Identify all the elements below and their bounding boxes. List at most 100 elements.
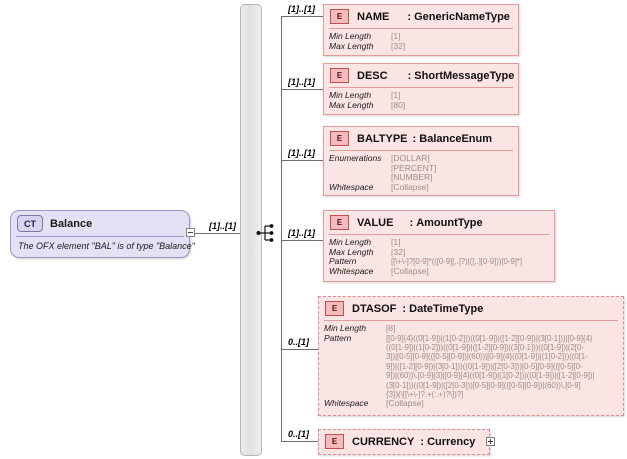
facet-row: Max Length [32] xyxy=(329,246,550,258)
cardinality-dtasof: 0..[1] xyxy=(288,337,310,347)
element-node-baltype[interactable]: E BALTYPE : BalanceEnum Enumerations [DO… xyxy=(323,126,519,196)
facet-value: [1] xyxy=(391,31,401,41)
divider xyxy=(329,234,549,235)
facet-list: Min Length [8] Pattern [[0-9]{4}((0[1-9]… xyxy=(319,321,623,413)
facet-key: Whitespace xyxy=(324,398,369,409)
complex-type-description: The OFX element "BAL" is of type "Balanc… xyxy=(18,241,195,251)
element-header: E DTASOF : DateTimeType xyxy=(319,297,623,319)
element-icon: E xyxy=(330,131,349,146)
divider xyxy=(324,320,618,321)
element-type: : Currency xyxy=(420,435,476,448)
facet-row: Whitespace [Collapse] xyxy=(329,181,514,193)
facet-key: Pattern xyxy=(324,332,352,343)
complex-type-header: CT Balance xyxy=(11,211,189,236)
sequence-compositor-icon[interactable] xyxy=(256,222,278,244)
element-header: E DESC : ShortMessageType xyxy=(324,64,518,86)
facet-key: Enumerations xyxy=(329,153,382,163)
facet-list: Min Length [1] Max Length [32] xyxy=(324,29,518,55)
facet-row: Min Length [1] xyxy=(329,31,514,42)
facet-row: Min Length [1] xyxy=(329,237,550,248)
element-name: DTASOF xyxy=(352,302,397,315)
facet-row: Pattern [[0-9]{4}((0[1-9])|(1[0-2]))((0[… xyxy=(324,332,619,400)
facet-value: [[0-9]{4}((0[1-9])|(1[0-2]))((0[1-9])|([… xyxy=(386,333,595,399)
connector-trunk xyxy=(281,16,282,441)
element-name: CURRENCY xyxy=(352,435,415,448)
facet-value: [1] xyxy=(391,90,401,100)
connector-line-dtasof xyxy=(281,349,318,350)
complex-type-title: Balance xyxy=(50,217,93,230)
element-name: DESC xyxy=(357,69,388,82)
facet-value: [Collapse] xyxy=(391,181,429,192)
facet-key: Max Length xyxy=(329,40,374,51)
element-header: E CURRENCY : Currency xyxy=(319,430,489,452)
facet-value: [1] xyxy=(391,237,401,247)
facet-key: Min Length xyxy=(324,323,367,333)
connector-line-desc xyxy=(281,89,323,90)
element-header: E VALUE : AmountType xyxy=(324,211,554,233)
facet-row: Enumerations [DOLLAR] [PERCENT] [NUMBER] xyxy=(329,153,514,183)
cardinality-baltype: [1]..[1] xyxy=(288,148,315,158)
divider xyxy=(329,87,513,88)
connector-line-currency xyxy=(281,441,318,442)
complex-type-balance[interactable]: CT Balance The OFX element "BAL" is of t… xyxy=(10,210,195,258)
facet-key: Whitespace xyxy=(329,265,374,276)
element-icon: E xyxy=(330,9,349,24)
facet-key: Max Length xyxy=(329,99,374,110)
connector-line-root xyxy=(195,233,241,234)
element-node-dtasof[interactable]: E DTASOF : DateTimeType Min Length [8] P… xyxy=(318,296,624,416)
divider xyxy=(329,28,513,29)
element-icon: E xyxy=(325,301,344,316)
facet-value: [32] xyxy=(391,40,406,51)
facet-value: [32] xyxy=(391,246,406,257)
complex-type-icon: CT xyxy=(17,215,43,232)
facet-list: Min Length [1] Max Length [80] xyxy=(324,88,518,114)
facet-row: Max Length [80] xyxy=(329,99,514,111)
facet-key: Whitespace xyxy=(329,181,374,192)
facet-value: [DOLLAR] [PERCENT] [NUMBER] xyxy=(391,153,437,182)
element-node-desc[interactable]: E DESC : ShortMessageType Min Length [1]… xyxy=(323,63,519,115)
facet-value: [Collapse] xyxy=(391,265,429,276)
facet-key: Min Length xyxy=(329,31,372,41)
facet-key: Pattern xyxy=(329,256,357,266)
facet-row: Min Length [1] xyxy=(329,90,514,101)
element-name: BALTYPE xyxy=(357,132,408,145)
cardinality-desc: [1]..[1] xyxy=(288,77,315,87)
facet-row: Max Length [32] xyxy=(329,40,514,52)
facet-value: [[\+\-]?[0-9]*(([0-9][,.]?)|([,.][0-9]))… xyxy=(391,257,522,266)
element-node-name[interactable]: E NAME : GenericNameType Min Length [1] … xyxy=(323,4,519,56)
element-type: : AmountType xyxy=(409,216,483,229)
facet-row: Whitespace [Collapse] xyxy=(329,265,550,277)
expand-toggle-currency[interactable] xyxy=(486,437,495,446)
element-header: E BALTYPE : BalanceEnum xyxy=(324,127,518,149)
element-header: E NAME : GenericNameType xyxy=(324,5,518,27)
connector-line-value xyxy=(281,240,323,241)
connector-line-name xyxy=(281,16,323,17)
facet-value: [8] xyxy=(386,323,396,333)
element-icon: E xyxy=(330,68,349,83)
facet-value: [80] xyxy=(391,99,406,110)
facet-list: Enumerations [DOLLAR] [PERCENT] [NUMBER]… xyxy=(324,151,518,196)
divider xyxy=(16,236,184,237)
facet-key: Min Length xyxy=(329,237,372,247)
facet-list: Min Length [1] Max Length [32] Pattern [… xyxy=(324,235,554,280)
facet-key: Max Length xyxy=(329,246,374,257)
facet-row: Whitespace [Collapse] xyxy=(324,399,619,409)
element-type: : GenericNameType xyxy=(407,10,510,23)
facet-row: Min Length [8] xyxy=(324,323,619,334)
facet-key: Min Length xyxy=(329,90,372,100)
facet-value: [Collapse] xyxy=(386,398,424,409)
element-type: : BalanceEnum xyxy=(412,132,493,145)
element-type: : DateTimeType xyxy=(402,302,484,315)
element-icon: E xyxy=(325,434,344,449)
element-name: VALUE xyxy=(357,216,394,229)
divider xyxy=(329,150,513,151)
collapse-toggle-balance[interactable] xyxy=(186,228,195,237)
cardinality-value: [1]..[1] xyxy=(288,228,315,238)
element-type: : ShortMessageType xyxy=(407,69,515,82)
cardinality-name: [1]..[1] xyxy=(288,4,315,14)
element-node-value[interactable]: E VALUE : AmountType Min Length [1] Max … xyxy=(323,210,555,282)
element-name: NAME xyxy=(357,10,390,23)
element-node-currency[interactable]: E CURRENCY : Currency xyxy=(318,429,490,455)
cardinality-currency: 0..[1] xyxy=(288,429,310,439)
